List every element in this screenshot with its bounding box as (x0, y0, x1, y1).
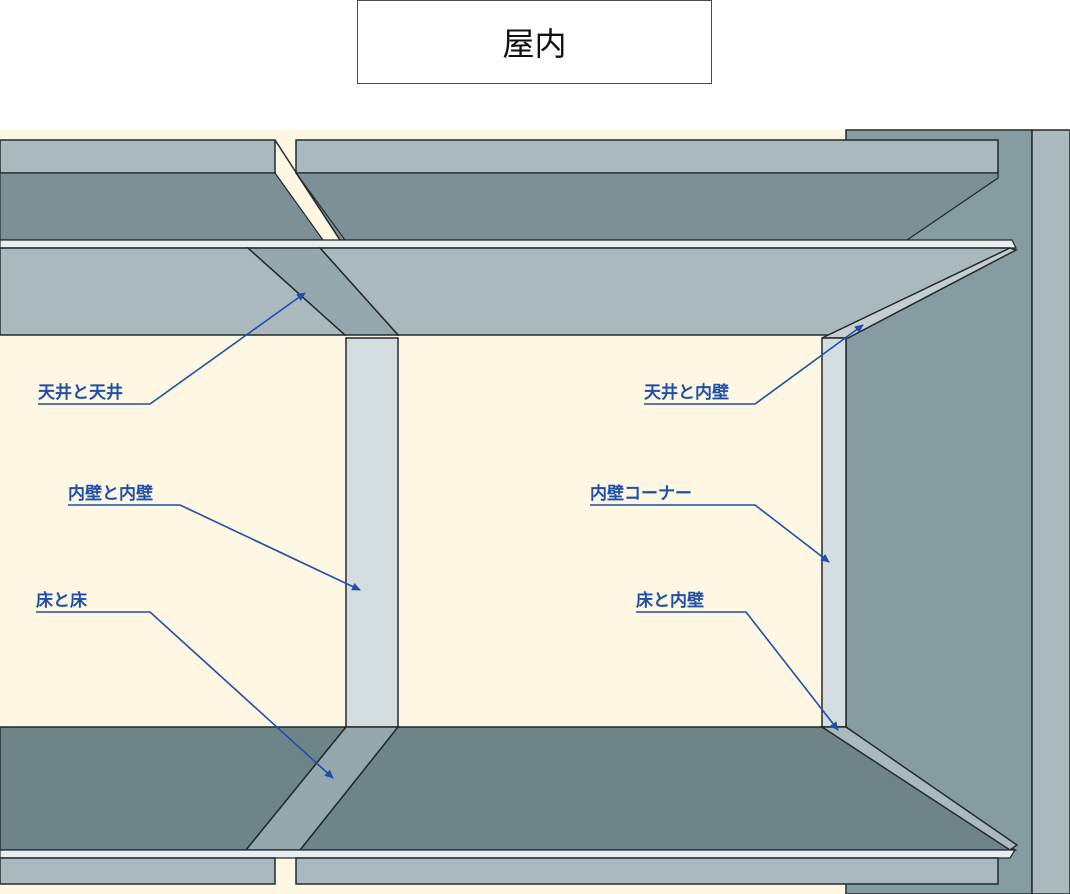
ceiling-ceiling-joint (246, 247, 400, 336)
label-ceiling-ceiling: 天井と天井 (38, 382, 123, 403)
wall-wall-joint (345, 337, 399, 728)
ceiling-slab-left-top (0, 139, 276, 174)
leader-floor-wall (636, 611, 839, 731)
ceiling-recess-left (0, 172, 325, 241)
right-edge-column (1031, 129, 1070, 894)
label-ceiling-wall: 天井と内壁 (644, 382, 729, 403)
wall-corner-strip (821, 337, 847, 728)
title-text: 屋内 (502, 25, 567, 63)
leader-wall-corner (590, 504, 830, 563)
ceiling-edge-rail (0, 239, 1017, 249)
floor-edge-rail (0, 849, 1017, 859)
leader-ceiling-wall (644, 324, 864, 405)
ceiling-wall-trim (821, 247, 1018, 339)
ceiling-recess-right (294, 172, 999, 241)
leader-wall-wall (68, 504, 361, 591)
ceiling-fold-line-2 (295, 172, 346, 241)
ceiling-slab-right-top (295, 139, 999, 174)
leader-floor-floor (36, 611, 334, 779)
ceiling-fold-line (274, 139, 341, 241)
label-wall-corner: 内壁コーナー (590, 483, 692, 504)
label-wall-wall: 内壁と内壁 (68, 483, 153, 504)
floor-slab-right (295, 857, 999, 885)
leader-ceiling-ceiling (38, 292, 306, 405)
label-floor-wall: 床と内壁 (636, 590, 704, 611)
title-box: 屋内 (357, 0, 712, 84)
label-floor-floor: 床と床 (36, 590, 88, 611)
floor-slab-left (0, 857, 276, 885)
